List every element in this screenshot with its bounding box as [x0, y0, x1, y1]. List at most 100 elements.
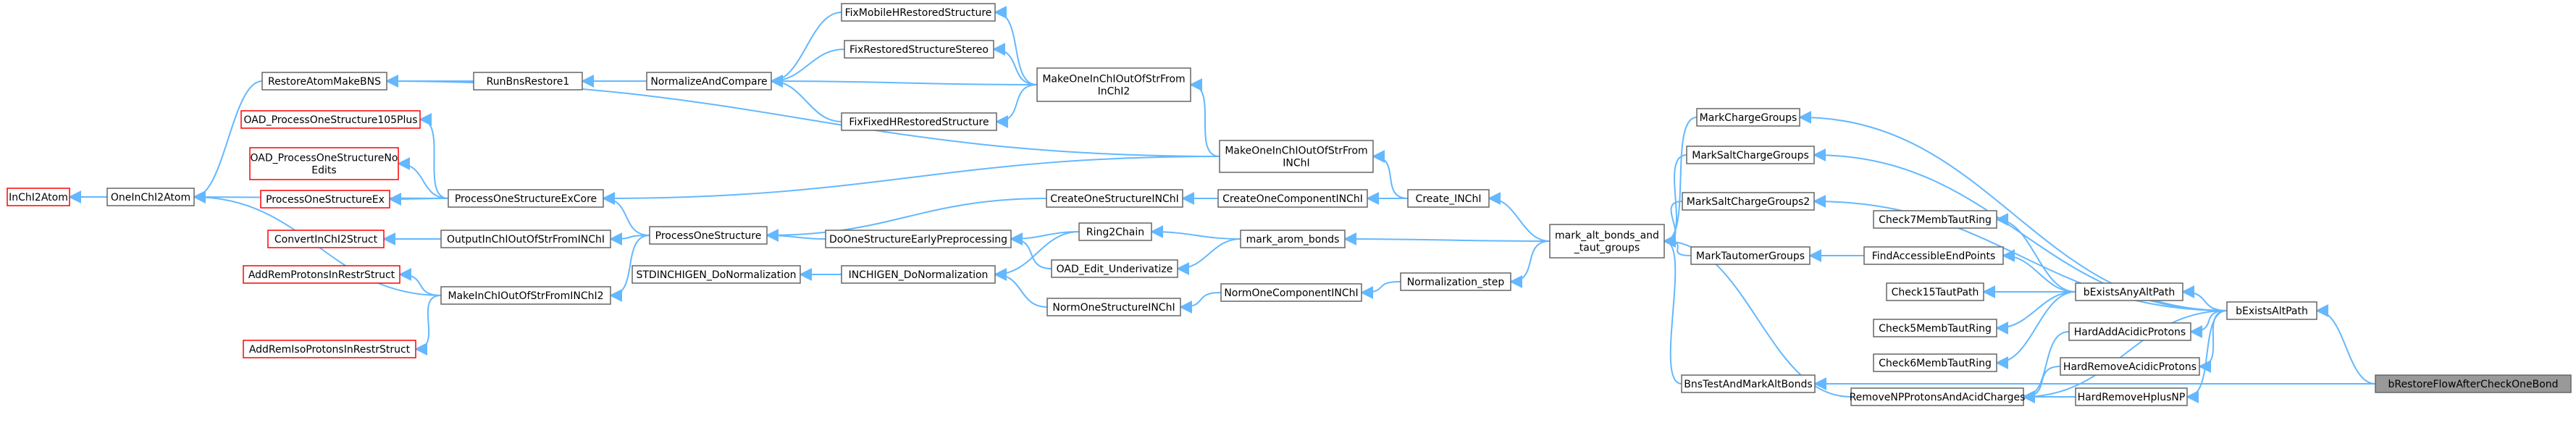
node-addremisoprotonsinrestrstruct[interactable]: AddRemIsoProtonsInRestrStruct	[243, 340, 416, 358]
node-outputinchioutofstrfrominchi[interactable]: OutputInChIOutOfStrFromINChI	[440, 230, 611, 248]
node-box	[1681, 374, 1816, 393]
node-fixrestoredstructurestereo[interactable]: FixRestoredStructureStereo	[844, 40, 994, 59]
edge-mark_arom_bonds-to-oad_edit_underivatize	[1176, 238, 1241, 275]
node-ring2chain[interactable]: Ring2Chain	[1078, 222, 1152, 241]
node-fixfixedhrestoredstructure[interactable]: FixFixedHRestoredStructure	[841, 112, 997, 131]
node-label: NormOneComponentINChI	[1224, 287, 1358, 299]
node-runbnsrestore1[interactable]: RunBnsRestore1	[473, 72, 583, 91]
node-label: ConvertInChI2Struct	[274, 234, 378, 245]
node-marksaltchargegroups2[interactable]: MarkSaltChargeGroups2	[1682, 192, 1815, 211]
node-createonestructureinchi[interactable]: CreateOneStructureINChI	[1046, 189, 1183, 208]
node-label: Ring2Chain	[1086, 227, 1144, 238]
node-box	[1220, 283, 1362, 302]
node-marksaltchargegroups[interactable]: MarkSaltChargeGroups	[1686, 146, 1815, 164]
node-createonecomponentinchi[interactable]: CreateOneComponentINChI	[1217, 189, 1368, 208]
node-bnstestandmarkaltbonds[interactable]: BnsTestAndMarkAltBonds	[1681, 374, 1816, 393]
node-label: STDINCHIGEN_DoNormalization	[636, 269, 796, 281]
node-oad_processonestructure105plus[interactable]: OAD_ProcessOneStructure105Plus	[240, 110, 421, 129]
node-hardaddacidicprotons[interactable]: HardAddAcidicProtons	[2068, 322, 2191, 341]
node-label: Check5MembTautRing	[1879, 323, 1992, 335]
node-box	[1873, 210, 1997, 229]
node-label: BnsTestAndMarkAltBonds	[1684, 379, 1812, 390]
node-makeinchioutofstrfrominchi2[interactable]: MakeInChIOutOfStrFromINChI2	[440, 286, 611, 305]
node-box	[1850, 387, 2024, 406]
node-mark_arom_bonds[interactable]: mark_arom_bonds	[1240, 230, 1346, 248]
node-label: _taut_groups	[1574, 243, 1640, 254]
node-hardremovehplusnp[interactable]: HardRemoveHplusNP	[2075, 387, 2188, 406]
node-normonecomponentinchi[interactable]: NormOneComponentINChI	[1220, 283, 1362, 302]
edge-bexistsaltpath-to-removenpprotonsandacidcharges	[2022, 310, 2228, 403]
node-markchargegroups[interactable]: MarkChargeGroups	[1696, 108, 1800, 127]
node-box	[249, 147, 399, 180]
edge-makeoneinchioutofstrfrominchi2-to-fixrestoredstructurestereo	[992, 43, 1038, 85]
node-label: mark_alt_bonds_and	[1555, 230, 1659, 242]
node-inchi2atom[interactable]: InChI2Atom	[7, 188, 70, 206]
node-label: Check6MembTautRing	[1879, 358, 1992, 369]
node-label: MakeInChIOutOfStrFromINChI2	[448, 290, 603, 302]
node-box	[260, 190, 390, 209]
node-processonestructureex[interactable]: ProcessOneStructureEx	[260, 190, 390, 209]
edge-bexistsaltpath-to-marksaltchargegroups	[1813, 148, 2228, 311]
node-normalization_step[interactable]: Normalization_step	[1400, 272, 1511, 291]
node-label: bExistsAltPath	[2236, 306, 2308, 317]
node-label: bRestoreFlowAfterCheckOneBond	[2388, 379, 2558, 390]
node-create_inchi[interactable]: Create_INChI	[1407, 189, 1490, 208]
node-findaccessibleendpoints[interactable]: FindAccessibleEndPoints	[1863, 246, 2004, 265]
node-hardremoveacidicprotons[interactable]: HardRemoveAcidicProtons	[2060, 357, 2200, 376]
edge-bexistsaltpath-to-hardremovehplusnp	[2186, 310, 2228, 403]
node-brestoreflowaftercheckonebond[interactable]: bRestoreFlowAfterCheckOneBond	[2375, 374, 2572, 393]
node-check7membtautring[interactable]: Check7MembTautRing	[1873, 210, 1997, 229]
node-box	[841, 265, 996, 284]
node-box	[825, 230, 1012, 248]
node-stdinchigen_donormalization[interactable]: STDINCHIGEN_DoNormalization	[632, 265, 801, 284]
node-processonestructureexcore[interactable]: ProcessOneStructureExCore	[448, 189, 604, 208]
node-check6membtautring[interactable]: Check6MembTautRing	[1873, 353, 1997, 372]
edge-normonecomponentinchi-to-normonestructureinchi	[1179, 292, 1222, 314]
node-normalizeandcompare[interactable]: NormalizeAndCompare	[646, 72, 772, 91]
node-check5membtautring[interactable]: Check5MembTautRing	[1873, 319, 1997, 337]
node-box	[2226, 301, 2317, 320]
node-label: MakeOneInChIOutOfStrFrom	[1225, 146, 1367, 157]
node-label: NormalizeAndCompare	[650, 76, 767, 88]
node-fixmobilehrestoredstructure[interactable]: FixMobileHRestoredStructure	[841, 3, 996, 22]
edge-mark_alt_bonds_and_taut_groups-to-normalization_step	[1509, 240, 1551, 288]
node-dostructureearlypreprocessing[interactable]: DoOneStructureEarlyPreprocessing	[825, 230, 1012, 248]
edge-makeinchioutofstrfrominchi2-to-addremisoprotonsinrestrstruct	[414, 295, 442, 356]
node-addremprotonsinrestrstruct[interactable]: AddRemProtonsInRestrStruct	[243, 265, 400, 284]
node-bexistsaltpath[interactable]: bExistsAltPath	[2226, 301, 2317, 320]
node-processonestructure[interactable]: ProcessOneStructure	[649, 226, 768, 245]
node-label: AddRemProtonsInRestrStruct	[248, 269, 395, 281]
node-mark_alt_bonds_and_taut_groups[interactable]: mark_alt_bonds_and_taut_groups	[1549, 224, 1665, 259]
node-box	[1682, 192, 1815, 211]
edge-create_inchi-to-makeoneinchioutofstrfrominchi	[1372, 150, 1409, 199]
node-convertinchi2struct[interactable]: ConvertInChI2Struct	[267, 230, 385, 248]
edge-makeinchioutofstrfrominchi2-to-addremprotonsinrestrstruct	[398, 268, 442, 296]
edge-mark_alt_bonds_and_taut_groups-to-create_inchi	[1488, 192, 1551, 242]
edge-bexistsanyaltpath-to-check6membtautring	[1995, 291, 2076, 369]
edge-dostructureearlypreprocessing-to-processonestructure	[765, 229, 826, 243]
node-box	[841, 112, 997, 131]
node-label: INCHIGEN_DoNormalization	[849, 269, 989, 281]
node-restoreatommakebns[interactable]: RestoreAtomMakeBNS	[261, 72, 387, 91]
node-inchigen_donormalization[interactable]: INCHIGEN_DoNormalization	[841, 265, 996, 284]
node-check15tautpath[interactable]: Check15TautPath	[1886, 282, 1984, 301]
node-label: Check15TautPath	[1892, 287, 1979, 298]
node-normonestructureinchi[interactable]: NormOneStructureINChI	[1046, 298, 1181, 316]
node-oneinchi2atom[interactable]: OneInChI2Atom	[106, 188, 195, 206]
edge-normonestructureinchi-to-inchigen_donormalization	[994, 268, 1048, 308]
node-box	[1036, 67, 1191, 102]
edge-processonestructure-to-makeinchioutofstrfrominchi2	[609, 235, 650, 302]
node-box	[1051, 259, 1178, 278]
node-label: Edits	[311, 165, 336, 177]
node-oad_edit_underivatize[interactable]: OAD_Edit_Underivatize	[1051, 259, 1178, 278]
node-marktautomergroups[interactable]: MarkTautomerGroups	[1690, 246, 1811, 265]
node-bexistsanyaltpath[interactable]: bExistsAnyAltPath	[2075, 282, 2183, 301]
node-removenpprotonsandacidcharges[interactable]: RemoveNPProtonsAndAcidCharges	[1850, 387, 2026, 406]
edge-mark_arom_bonds-to-ring2chain	[1150, 225, 1241, 240]
edge-bexistsaltpath-to-bexistsanyaltpath	[2181, 285, 2228, 311]
node-box	[2060, 357, 2200, 376]
